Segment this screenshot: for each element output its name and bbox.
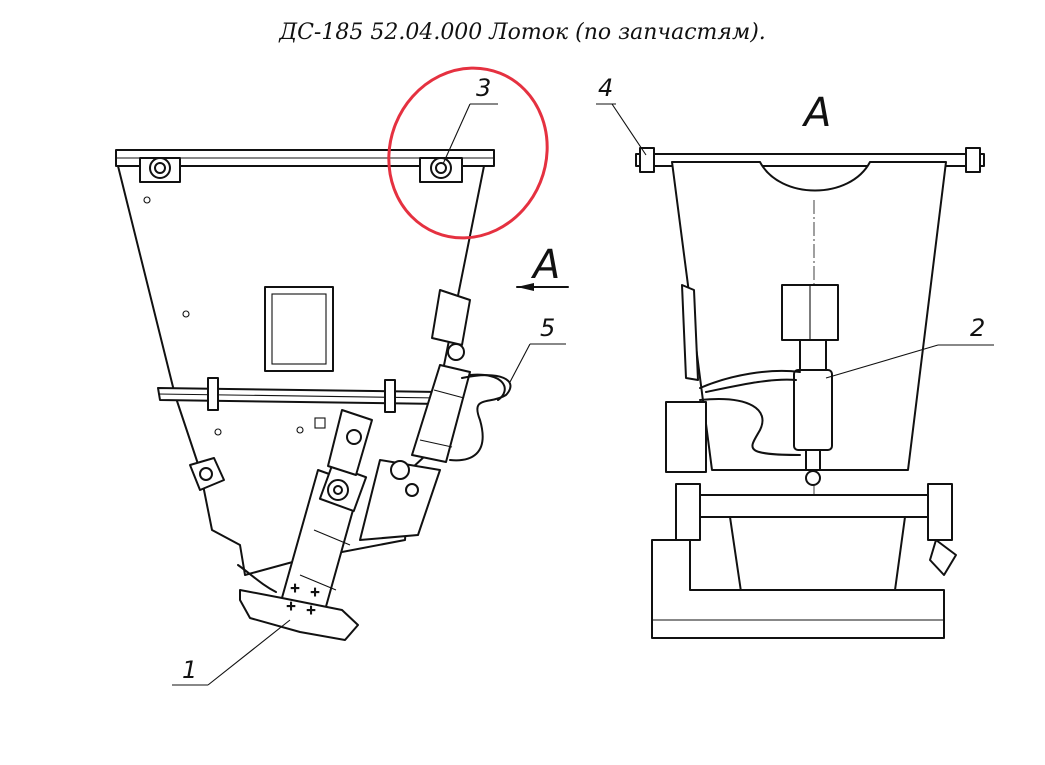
lever-plate: [359, 459, 441, 541]
side-view: + + + +: [115, 149, 569, 641]
view-title: А: [801, 90, 831, 136]
view-arrow-label: А: [530, 242, 560, 288]
cylinder-front: [793, 369, 833, 451]
view-arrow-head: [517, 283, 534, 291]
svg-text:+: +: [310, 585, 320, 599]
callout-2: 2: [970, 314, 985, 342]
hydraulic-cylinder: [411, 364, 471, 463]
callout-4: 4: [598, 74, 613, 102]
highlight-ellipse: [387, 66, 549, 240]
left-mechanism: [665, 401, 707, 473]
callout-1: 1: [182, 656, 197, 684]
svg-text:+: +: [290, 581, 300, 595]
callout-3: 3: [476, 74, 491, 102]
svg-text:+: +: [306, 603, 316, 617]
drawing-title: ДС-185 52.04.000 Лоток (по запчастям).: [279, 20, 766, 45]
base-frame: [651, 539, 945, 639]
front-view-a: [635, 147, 985, 639]
callout-5: 5: [540, 314, 555, 342]
svg-text:+: +: [286, 599, 296, 613]
cylinder-mount: [431, 289, 471, 346]
inspection-hatch: [264, 286, 334, 372]
cross-beam: [679, 494, 951, 518]
spout-end: [239, 589, 359, 641]
